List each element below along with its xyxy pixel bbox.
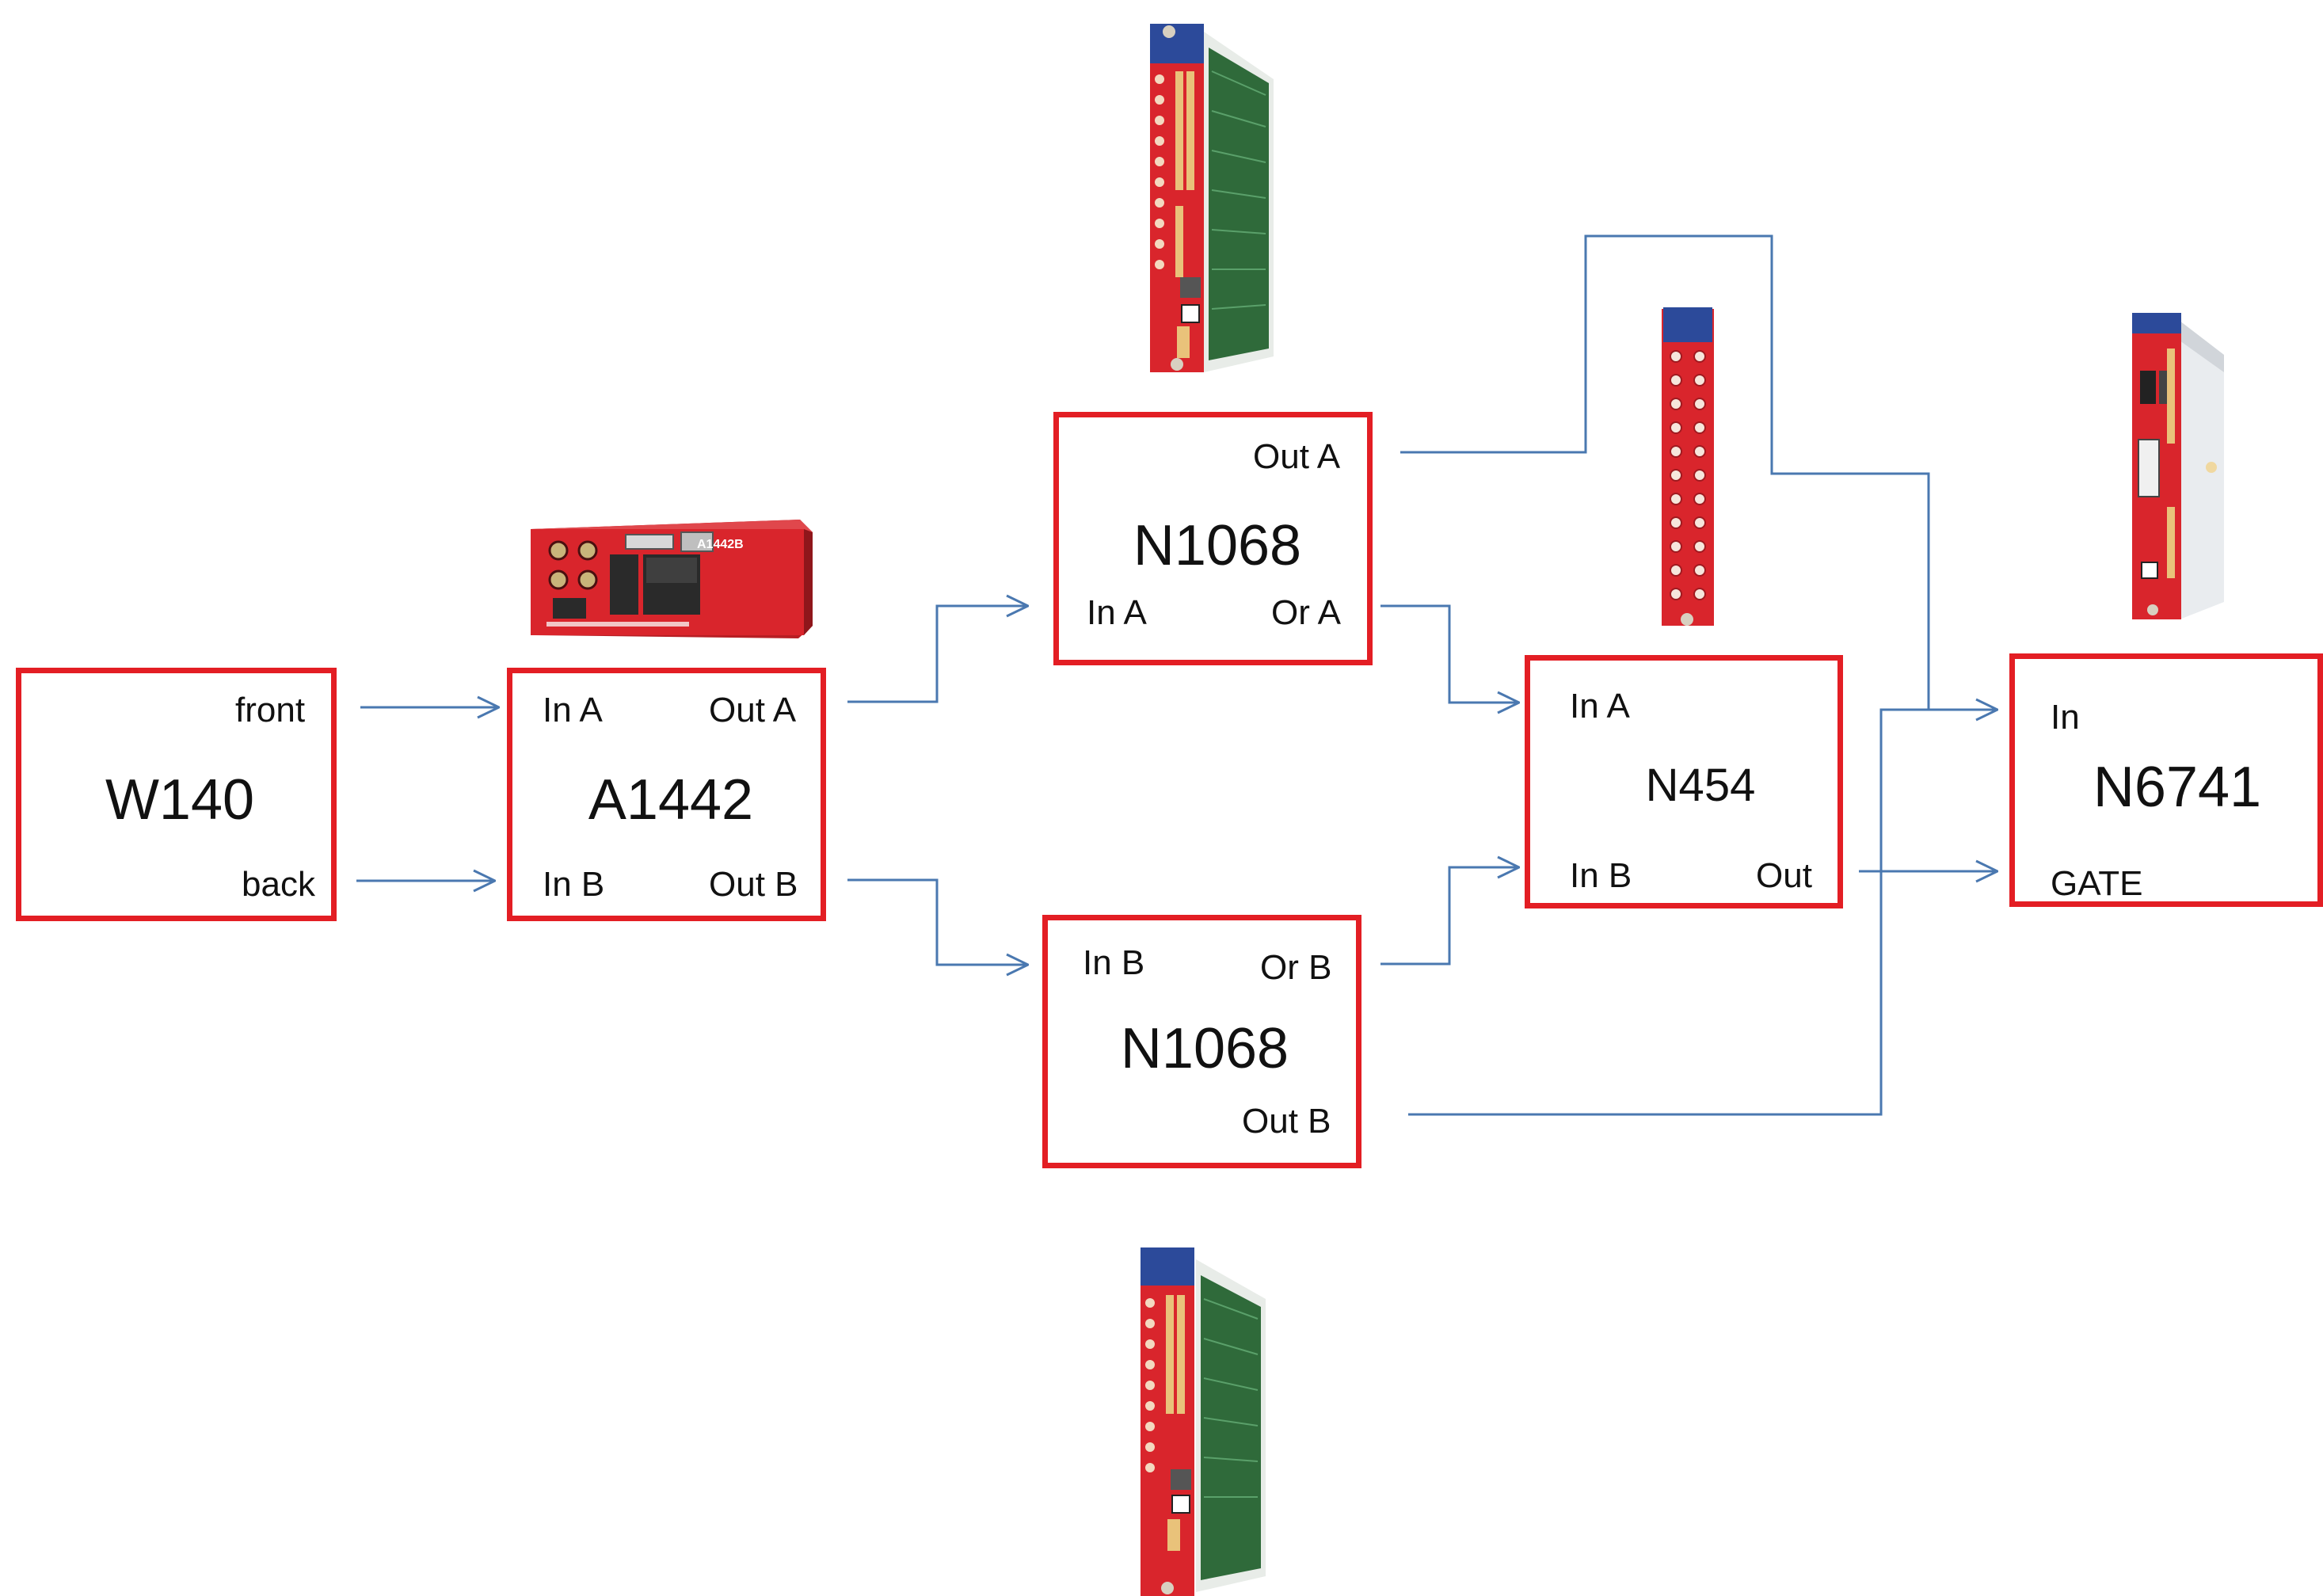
a1442-in-b-port: In B [543,867,604,902]
n1068-b-in-b-port: In B [1083,946,1144,981]
n1068-b-or-b-port: Or B [1260,950,1331,985]
n1068-b-module-box[interactable]: In B Or B N1068 Out B [1042,915,1361,1168]
wire-a1442-out-a-to-n1068-in-a [847,606,1028,702]
w140-module-box[interactable]: front W140 back [16,668,337,921]
w140-module-name: W140 [105,771,254,828]
a1442-photo-icon: A1442B [531,520,813,638]
n6741-gate-port: GATE [2051,867,2143,901]
a1442-module-name: A1442 [588,771,753,828]
n1068-b-module-name: N1068 [1121,1020,1289,1077]
n1068-b-out-b-port: Out B [1242,1104,1331,1139]
wire-n1068-or-b-to-n454-in-b [1380,867,1519,964]
n1068-a-module-name: N1068 [1133,517,1301,574]
a1442-photo-label: A1442B [697,538,744,551]
n1068-a-in-a-port: In A [1087,596,1147,630]
n6741-in-port: In [2051,700,2080,735]
wire-n1068-or-a-to-n454-in-a [1380,606,1519,703]
a1442-out-a-port: Out A [709,693,796,728]
n1068-a-or-a-port: Or A [1271,596,1341,630]
w140-back-port: back [242,867,315,902]
n1068-a-out-a-port: Out A [1253,440,1340,474]
n454-in-a-port: In A [1570,689,1630,724]
n6741-module-box[interactable]: In N6741 GATE [2009,653,2323,907]
n454-module-name: N454 [1646,763,1756,809]
n454-out-port: Out [1756,859,1812,893]
n454-module-photo-icon [1662,307,1714,626]
n454-in-b-port: In B [1570,859,1632,893]
n454-module-box[interactable]: In A N454 In B Out [1525,655,1843,908]
wire-a1442-out-b-to-n1068-in-b [847,880,1028,965]
a1442-module-box[interactable]: In A Out A A1442 In B Out B [507,668,826,921]
n1068-module-photo-icon [1150,24,1274,372]
a1442-in-a-port: In A [543,693,603,728]
w140-front-port: front [235,693,305,728]
n1068-module-photo-icon [1141,1247,1266,1596]
a1442-out-b-port: Out B [709,867,798,902]
n1068-a-module-box[interactable]: Out A N1068 In A Or A [1053,412,1373,665]
n6741-module-name: N6741 [2093,759,2261,816]
n6741-module-photo-icon [2132,313,2224,619]
